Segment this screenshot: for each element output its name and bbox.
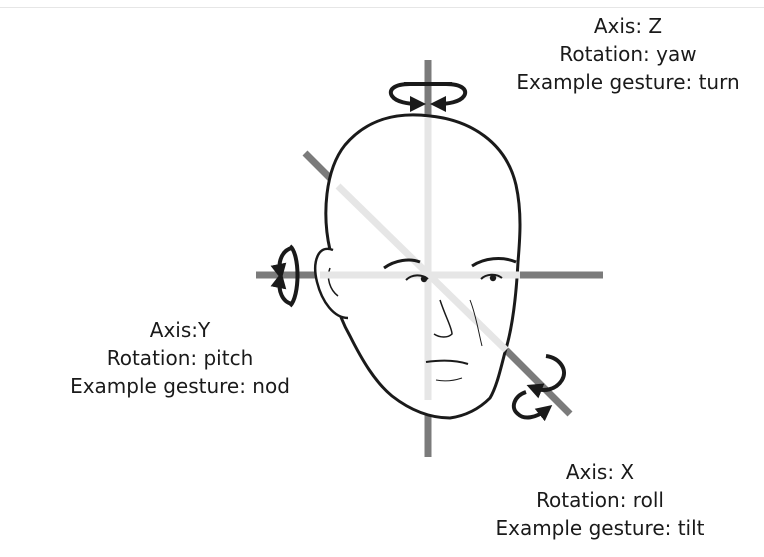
y-axis-name: Axis:Y bbox=[40, 316, 320, 344]
x-axis-rotation: Rotation: roll bbox=[460, 486, 740, 514]
y-axis-label: Axis:Y Rotation: pitch Example gesture: … bbox=[40, 316, 320, 400]
y-axis-gesture: Example gesture: nod bbox=[40, 372, 320, 400]
z-axis-gesture: Example gesture: turn bbox=[488, 68, 764, 96]
z-axis-name: Axis: Z bbox=[488, 12, 764, 40]
left-pupil bbox=[421, 276, 427, 282]
x-axis-gesture: Example gesture: tilt bbox=[460, 514, 740, 542]
x-axis-name: Axis: X bbox=[460, 458, 740, 486]
z-axis-label: Axis: Z Rotation: yaw Example gesture: t… bbox=[488, 12, 764, 96]
right-pupil bbox=[490, 275, 496, 281]
z-axis-rotation: Rotation: yaw bbox=[488, 40, 764, 68]
x-axis-label: Axis: X Rotation: roll Example gesture: … bbox=[460, 458, 740, 542]
y-axis-rotation: Rotation: pitch bbox=[40, 344, 320, 372]
